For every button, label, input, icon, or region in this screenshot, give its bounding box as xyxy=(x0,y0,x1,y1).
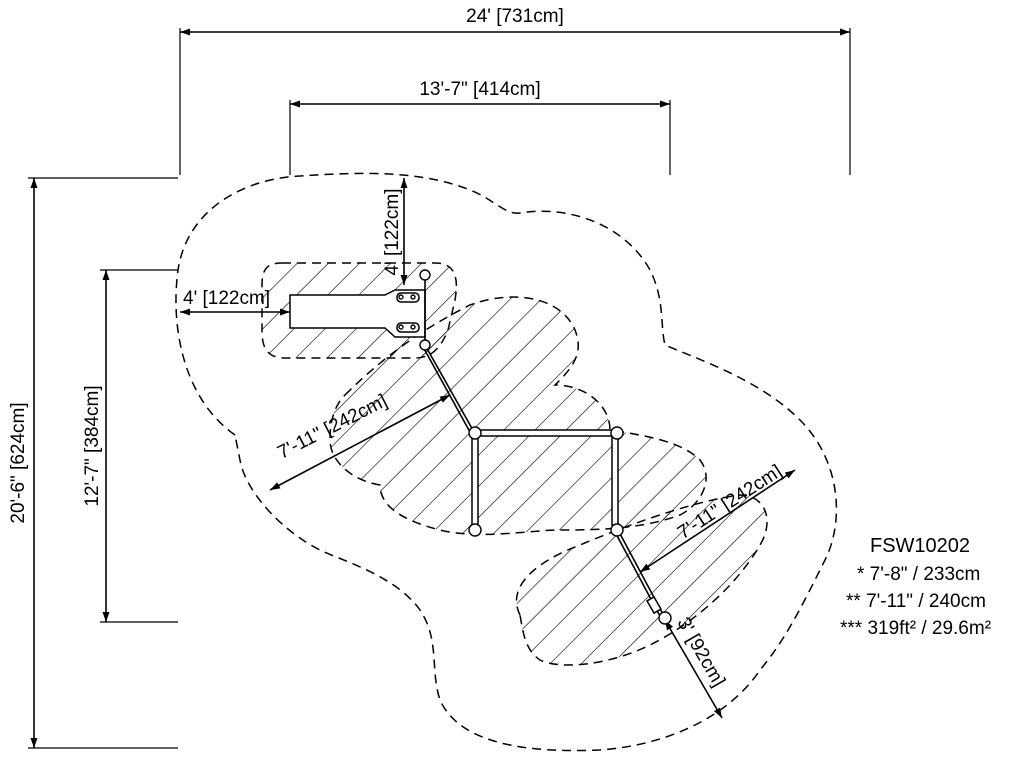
model-number: FSW10202 xyxy=(870,535,970,557)
platform-slide xyxy=(289,275,426,345)
post xyxy=(468,426,482,440)
post xyxy=(468,523,482,537)
outer-safety-zone xyxy=(175,172,838,752)
inner-depth-dimension: 12'-7" [384cm] xyxy=(82,269,178,623)
end-clearance-label: 3' [92cm] xyxy=(673,614,729,691)
frame-posts xyxy=(419,269,672,625)
overall-width-dimension: 24' [731cm] xyxy=(179,6,851,175)
post xyxy=(419,269,431,281)
overall-depth-label: 20'-6" [624cm] xyxy=(8,402,29,523)
spec-block: FSW10202 * 7'-8" / 233cm ** 7'-11" / 240… xyxy=(840,535,991,639)
side-clearance-label: 4' [122cm] xyxy=(183,288,270,309)
post xyxy=(419,339,431,351)
post xyxy=(610,426,624,440)
post xyxy=(610,523,624,537)
top-clearance-dimension: 4' [122cm] xyxy=(382,178,408,285)
post xyxy=(658,611,672,625)
side-clearance-dimension: 4' [122cm] xyxy=(180,288,290,316)
spec-line-1: * 7'-8" / 233cm xyxy=(857,564,980,585)
inner-width-label: 13'-7" [414cm] xyxy=(419,79,540,100)
inner-width-dimension: 13'-7" [414cm] xyxy=(289,79,671,175)
top-clearance-label: 4' [122cm] xyxy=(382,188,403,275)
overall-depth-dimension: 20'-6" [624cm] xyxy=(8,177,178,749)
spec-line-3: *** 319ft² / 29.6m² xyxy=(840,618,991,639)
inner-depth-label: 12'-7" [384cm] xyxy=(82,385,103,506)
spec-line-2: ** 7'-11" / 240cm xyxy=(846,591,986,612)
overall-width-label: 24' [731cm] xyxy=(466,6,564,27)
